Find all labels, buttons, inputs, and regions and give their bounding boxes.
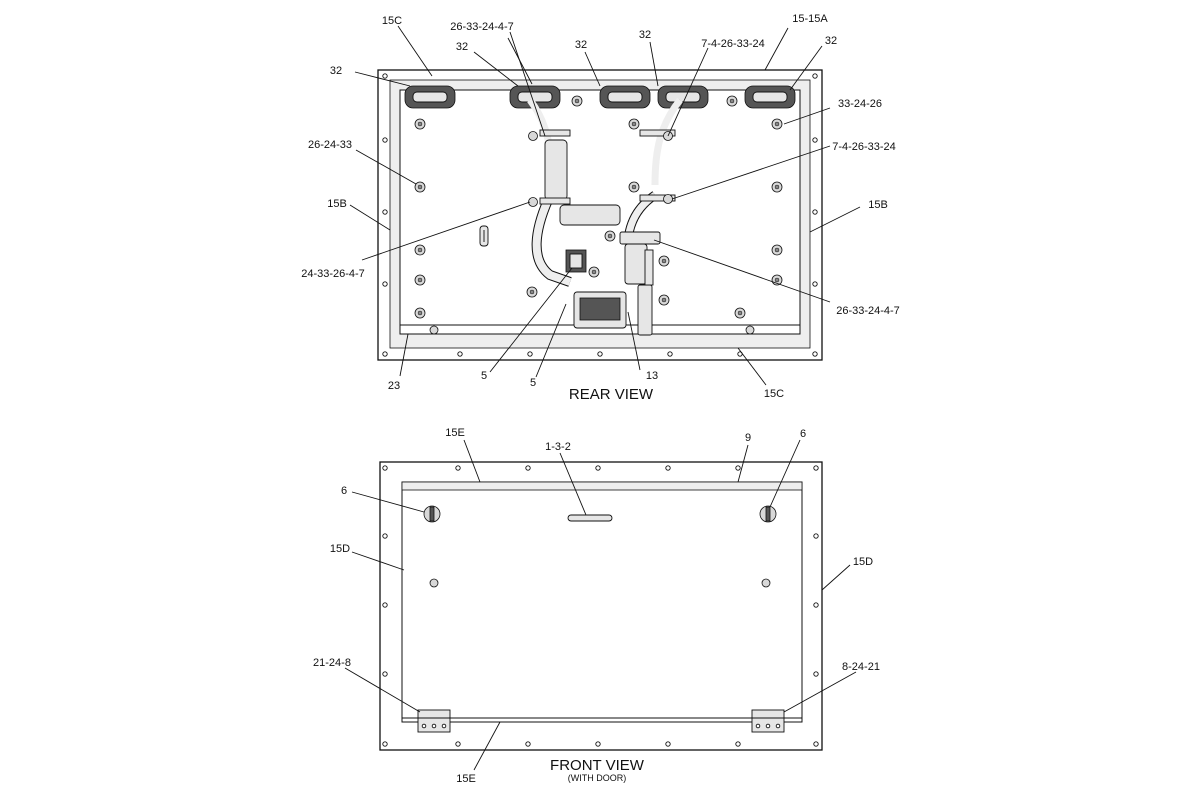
front-leaders <box>344 439 857 771</box>
callout-15e-top: 15E <box>445 427 465 439</box>
callout-26-33-24-4-7-top: 26-33-24-4-7 <box>450 21 514 33</box>
callout-7-4-26-33-24-top: 7-4-26-33-24 <box>701 38 765 50</box>
callout-5-a: 5 <box>481 370 487 382</box>
callout-15d-right: 15D <box>853 556 873 568</box>
callout-32-a: 32 <box>456 41 468 53</box>
callout-23: 23 <box>388 380 400 392</box>
callout-7-4-26-33-24-mid: 7-4-26-33-24 <box>832 141 896 153</box>
front-view: 15E 1-3-2 9 6 6 15D 15D 21-24-8 8-24-21 … <box>313 427 880 785</box>
front-top-strip <box>401 481 803 491</box>
callout-15c-bottom: 15C <box>764 388 784 400</box>
callout-15e-bottom: 15E <box>456 773 476 785</box>
callout-1-3-2: 1-3-2 <box>545 441 571 453</box>
callout-9: 9 <box>745 432 751 444</box>
callout-6-left: 6 <box>341 485 347 497</box>
callout-15b-left: 15B <box>327 198 347 210</box>
rear-panel-bolts <box>414 95 783 335</box>
callout-15d-left: 15D <box>330 543 350 555</box>
callout-24-33-26-4-7: 24-33-26-4-7 <box>301 268 365 280</box>
callout-32-e: 32 <box>825 35 837 47</box>
callout-13: 13 <box>646 370 658 382</box>
callout-33-24-26: 33-24-26 <box>838 98 882 110</box>
callout-32-b: 32 <box>575 39 587 51</box>
rear-view-title: REAR VIEW <box>569 386 654 403</box>
callout-21-24-8: 21-24-8 <box>313 657 351 669</box>
door-handle <box>567 514 613 522</box>
callout-15c-top: 15C <box>382 15 402 27</box>
callout-32-d: 32 <box>330 65 342 77</box>
front-latches <box>423 505 777 523</box>
callout-5-b: 5 <box>530 377 536 389</box>
rear-latch-pin <box>479 225 489 247</box>
callout-15-15a: 15-15A <box>792 13 828 25</box>
front-view-subtitle: (WITH DOOR) <box>568 773 627 783</box>
front-hinges <box>417 709 785 733</box>
rear-handles <box>404 85 796 109</box>
rear-view: 15C 26-33-24-4-7 32 32 32 32 32 7-4-26-3… <box>301 13 900 403</box>
front-door-panel <box>401 481 803 723</box>
callout-26-24-33: 26-24-33 <box>308 139 352 151</box>
callout-15b-right: 15B <box>868 199 888 211</box>
stud-left <box>429 578 439 588</box>
rear-harness <box>527 97 683 336</box>
front-view-title: FRONT VIEW <box>550 757 645 774</box>
callout-32-c: 32 <box>639 29 651 41</box>
callout-8-24-21: 8-24-21 <box>842 661 880 673</box>
callout-6-right: 6 <box>800 428 806 440</box>
stud-right <box>761 578 771 588</box>
rear-flange-holes <box>382 73 818 357</box>
rear-leaders <box>349 25 861 386</box>
callout-26-33-24-4-7-right: 26-33-24-4-7 <box>836 305 900 317</box>
front-flange-holes <box>382 465 819 747</box>
